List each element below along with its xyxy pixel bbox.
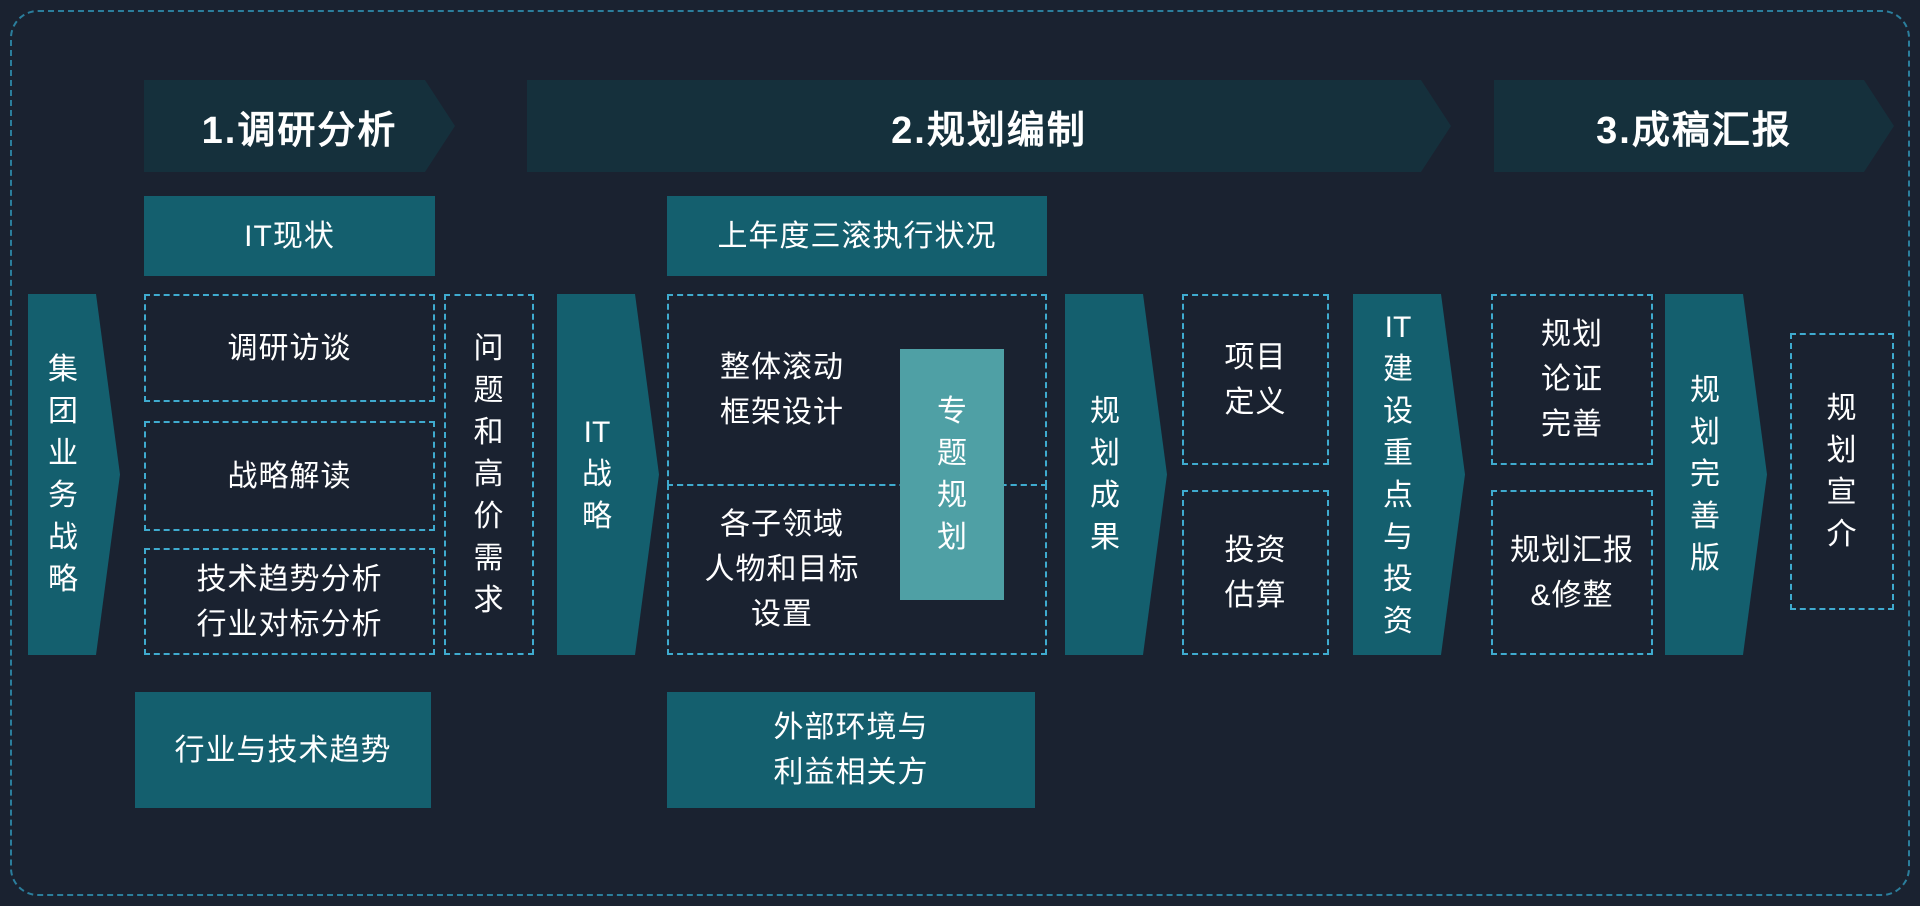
investment-estimate-box: 投资 估算 [1182, 490, 1329, 655]
final-plan-arrow: 规 划 完 善 版 [1665, 294, 1767, 655]
plan-report-box: 规划汇报 &修整 [1491, 490, 1653, 655]
issues-needs-box: 问 题 和 高 价 需 求 [444, 294, 534, 655]
external-stakeholders-box: 外部环境与 利益相关方 [667, 692, 1035, 808]
phase-header-planning: 2.规划编制 [527, 80, 1451, 172]
group-strategy-arrow: 集 团 业 务 战 略 [28, 294, 120, 655]
it-investment-arrow: IT 建 设 重 点 与 投 资 [1353, 294, 1465, 655]
plan-promotion-box: 规 划 宣 介 [1790, 333, 1894, 610]
project-definition-box: 项目 定义 [1182, 294, 1329, 465]
industry-tech-trend-box: 行业与技术趋势 [135, 692, 431, 808]
phase-header-reporting: 3.成稿汇报 [1494, 80, 1894, 172]
it-status-box: IT现状 [144, 196, 435, 276]
survey-interview-box: 调研访谈 [144, 294, 435, 402]
trend-benchmark-box: 技术趋势分析 行业对标分析 [144, 548, 435, 655]
rolling-execution-box: 上年度三滚执行状况 [667, 196, 1047, 276]
planning-results-arrow: 规 划 成 果 [1065, 294, 1167, 655]
strategy-interpretation-box: 战略解读 [144, 421, 435, 531]
it-strategy-arrow: IT 战 略 [557, 294, 659, 655]
phase-header-research: 1.调研分析 [144, 80, 455, 172]
plan-validation-box: 规划 论证 完善 [1491, 294, 1653, 465]
subdomain-goals-box: 各子领域 人物和目标 设置 [667, 484, 1047, 655]
special-topic-box: 专 题 规 划 [900, 349, 1004, 600]
